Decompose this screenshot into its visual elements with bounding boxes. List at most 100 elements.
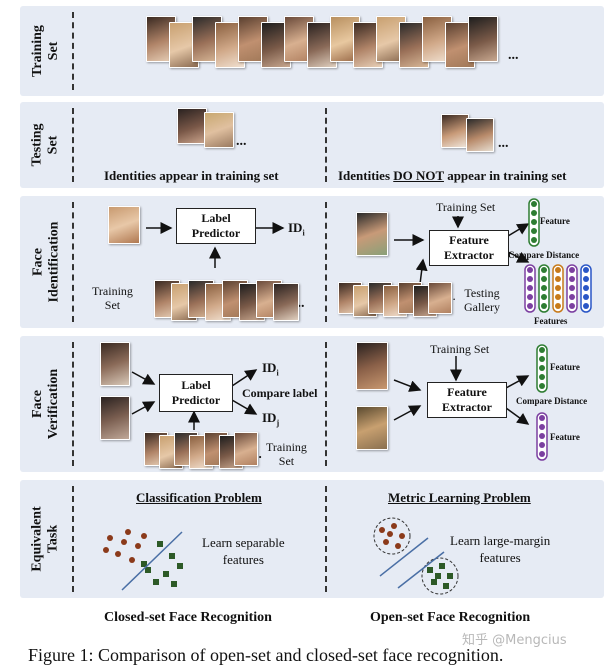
compare-label: Compare label [242, 386, 318, 400]
class-a-point [383, 539, 389, 545]
test-face-4 [466, 118, 494, 152]
metric-learning-text: Learn large-margin features [450, 533, 551, 565]
feature-element [569, 285, 575, 291]
feature-element [539, 383, 545, 389]
middle-divider [325, 202, 327, 322]
training-set-panel: Training Set ... [20, 6, 604, 96]
face-identification-panel: Face Identification Label Predictor IDi … [20, 196, 604, 328]
margin-line [379, 537, 429, 577]
decision-boundary [121, 531, 183, 591]
class-a-point [135, 543, 141, 549]
class-a-point [395, 543, 401, 549]
training-set-caption: Training Set [266, 440, 307, 468]
equivalent-task-panel: Equivalent Task Classification Problem M… [20, 480, 604, 598]
label-predictor-box: Label Predictor [176, 208, 256, 244]
id-j-output: IDj [262, 410, 280, 428]
feature-extractor-box: Feature Extractor [427, 382, 507, 418]
feature-element [569, 294, 575, 300]
class-b-point [153, 579, 159, 585]
class-b-point [157, 541, 163, 547]
feature-element [555, 294, 561, 300]
feature-element [531, 210, 537, 216]
verify-face-right-1 [356, 342, 388, 390]
query-face [108, 206, 140, 244]
feature-element [555, 267, 561, 273]
feature-element [541, 294, 547, 300]
feature-vector-top [536, 344, 548, 398]
gallery-feature-vector [538, 264, 550, 318]
feature-element [531, 219, 537, 225]
training-ellipsis: ... [508, 48, 519, 63]
class-b-point [141, 561, 147, 567]
feature-element [569, 303, 575, 309]
feature-element [527, 303, 533, 309]
feature-element [541, 303, 547, 309]
features-label: Features [534, 316, 568, 326]
verify-face-right-2 [356, 406, 388, 450]
class-a-point [399, 533, 405, 539]
class-a-point [391, 523, 397, 529]
middle-divider [325, 486, 327, 592]
class-b-point [435, 573, 441, 579]
feature-element [539, 424, 545, 430]
feature-element [541, 285, 547, 291]
cluster-a-boundary [373, 517, 411, 555]
training-set-right-caption: Training Set [430, 342, 490, 356]
feature-extractor-box: Feature Extractor [429, 230, 509, 266]
feature-element [541, 276, 547, 282]
feature-element [583, 267, 589, 273]
feature-element [555, 303, 561, 309]
feature-label: Feature [540, 216, 570, 226]
feature-element [527, 267, 533, 273]
metric-learning-title: Metric Learning Problem [388, 490, 531, 505]
classification-title: Classification Problem [136, 490, 262, 505]
middle-divider [325, 342, 327, 466]
class-b-point [431, 579, 437, 585]
query-face-right [356, 212, 388, 256]
class-a-point [379, 527, 385, 533]
face-verification-panel: Face Verification Label Predictor IDi Co… [20, 336, 604, 472]
class-b-point [171, 581, 177, 587]
margin-line [397, 551, 445, 589]
training-set-caption: Training Set [92, 284, 133, 312]
feature-element [527, 276, 533, 282]
face-identification-label: Face Identification [30, 221, 62, 303]
training-set-right-caption: Training Set [436, 200, 496, 214]
test-face-1 [177, 108, 207, 144]
figure-caption: Figure 1: Comparison of open-set and clo… [28, 645, 504, 665]
training-set-label: Training Set [30, 25, 61, 77]
compare-distance-label: Compare Distance [508, 250, 580, 260]
class-b-point [177, 563, 183, 569]
feature-element [539, 347, 545, 353]
feature-element [531, 228, 537, 234]
feature-element [555, 276, 561, 282]
feature-vector-bottom [536, 412, 548, 466]
feature-element [539, 374, 545, 380]
feature-bottom-label: Feature [550, 432, 580, 442]
equivalent-task-label: Equivalent Task [30, 506, 62, 572]
class-a-point [141, 533, 147, 539]
verify-face-1 [100, 342, 130, 386]
class-b-point [447, 573, 453, 579]
class-a-point [125, 529, 131, 535]
feature-element [569, 267, 575, 273]
face-thumbnail [234, 432, 258, 466]
id-output: IDi [288, 220, 305, 238]
test-ellipsis-right: ... [498, 136, 509, 151]
class-b-point [145, 567, 151, 573]
feature-element [555, 285, 561, 291]
id-i-output: IDi [262, 360, 279, 378]
feature-element [583, 294, 589, 300]
divider [72, 486, 74, 592]
feature-element [531, 237, 537, 243]
feature-vector-single [528, 198, 540, 252]
gallery-ellipsis-left: ... [294, 296, 305, 311]
feature-element [531, 201, 537, 207]
class-a-point [103, 547, 109, 553]
label-predictor-box: Label Predictor [159, 374, 233, 412]
class-a-point [121, 539, 127, 545]
divider [72, 108, 74, 182]
left-caption: Identities appear in training set [104, 168, 279, 183]
class-b-point [427, 567, 433, 573]
feature-element [569, 276, 575, 282]
